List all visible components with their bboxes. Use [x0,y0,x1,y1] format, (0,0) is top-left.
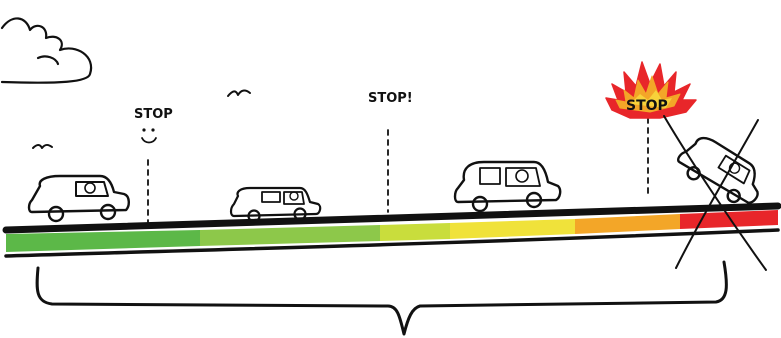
car-icon [673,130,770,214]
car-icon [455,162,560,211]
brace-icon [37,262,726,334]
cloud-icon [2,18,91,82]
stop-sign-1: STOP [134,107,173,122]
smiley-icon [142,128,156,142]
cross-icon [664,116,766,270]
stop-sign-3: STOP [626,98,668,114]
stop-sign-2: STOP! [368,91,413,106]
car-icon [29,176,129,221]
bird-icon [228,91,250,96]
car-icon [231,188,320,222]
bird-icon [33,145,52,148]
